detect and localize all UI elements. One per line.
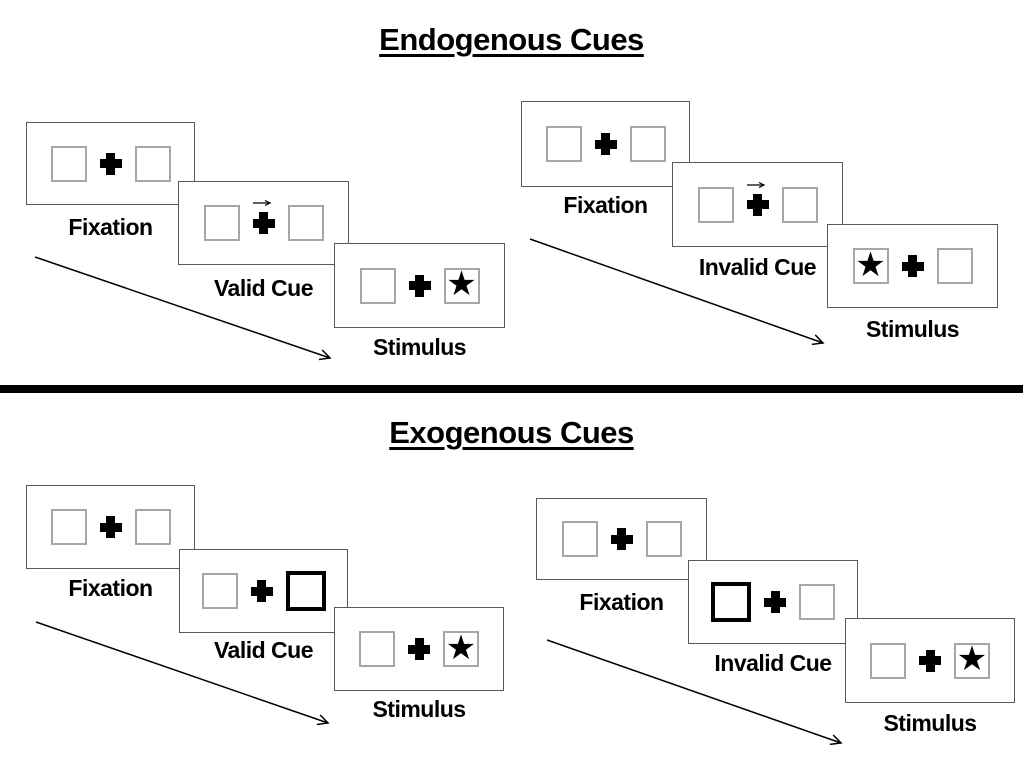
left-placeholder-box [50, 509, 87, 545]
right-target-box: ★ [443, 627, 479, 668]
left-target-box: ★ [852, 244, 889, 285]
left-placeholder-box [697, 186, 734, 223]
fixation-cross-icon [746, 194, 769, 216]
left-placeholder-box [545, 126, 582, 162]
step-label-fixation: Fixation [68, 575, 153, 601]
fixation-cross-icon [594, 133, 617, 155]
left-placeholder-box [870, 642, 906, 679]
right-target-box: ★ [954, 639, 990, 679]
endo-valid-stimulus-panel: ★ [334, 243, 505, 328]
fixation-cross-icon [408, 638, 430, 660]
step-label-fixation: Fixation [68, 214, 153, 240]
step-label-fixation: Fixation [563, 192, 648, 218]
step-label-valid-cue: Valid Cue [213, 637, 314, 663]
right-placeholder-box [781, 186, 818, 223]
left-placeholder-box [561, 521, 598, 557]
star-icon: ★ [446, 264, 477, 304]
exogenous-cues-title: Exogenous Cues [389, 415, 634, 450]
exo-invalid-stimulus-panel: ★ [845, 618, 1015, 703]
step-label-invalid-cue: Invalid Cue [698, 254, 817, 280]
endogenous-cues-title: Endogenous Cues [379, 22, 644, 57]
step-label-stimulus: Stimulus [372, 696, 466, 722]
step-label-stimulus: Stimulus [883, 710, 977, 736]
endo-invalid-stimulus-panel: ★ [827, 224, 998, 308]
step-label-valid-cue: Valid Cue [213, 275, 314, 301]
step-label-stimulus: Stimulus [865, 316, 960, 342]
fixation-cross-icon [408, 274, 431, 297]
right-placeholder-box [799, 584, 835, 620]
fixation-cross-icon [250, 580, 273, 602]
left-placeholder-box [201, 573, 238, 609]
right-placeholder-box [645, 521, 682, 557]
left-placeholder-box [359, 267, 396, 304]
cue-arrow-right-icon [746, 180, 770, 190]
right-highlighted-cue-box [285, 571, 326, 611]
fixation-cross-icon [99, 152, 122, 175]
fixation-cross-icon [610, 528, 633, 550]
step-label-stimulus: Stimulus [372, 334, 467, 360]
sequence-arrow-exo-valid [35, 621, 330, 726]
fixation-cross-icon [764, 591, 786, 613]
step-label-invalid-cue: Invalid Cue [714, 650, 832, 676]
right-placeholder-box [134, 509, 171, 545]
left-highlighted-cue-box [711, 582, 751, 622]
endo-valid-cue-panel [178, 181, 349, 265]
fixation-cross-icon [252, 212, 275, 234]
star-icon: ★ [445, 627, 477, 668]
right-placeholder-box [936, 248, 973, 284]
sequence-arrow-exo-invalid [546, 639, 843, 746]
endo-invalid-fixation-panel [521, 101, 690, 187]
star-icon: ★ [956, 639, 988, 679]
left-placeholder-box [359, 631, 395, 667]
star-icon: ★ [855, 244, 886, 285]
exo-valid-stimulus-panel: ★ [334, 607, 504, 691]
endo-valid-fixation-panel [26, 122, 195, 205]
left-placeholder-box [203, 205, 240, 241]
endo-invalid-cue-panel [672, 162, 843, 247]
sequence-arrow-endo-valid [34, 256, 332, 361]
exo-invalid-fixation-panel [536, 498, 707, 580]
right-placeholder-box [134, 145, 171, 182]
step-label-fixation: Fixation [579, 589, 664, 615]
right-target-box: ★ [443, 264, 480, 304]
fixation-cross-icon [919, 649, 941, 672]
right-placeholder-box [287, 205, 324, 241]
sequence-arrow-endo-invalid [529, 238, 825, 346]
exo-valid-cue-panel [179, 549, 348, 633]
fixation-cross-icon [901, 255, 924, 277]
exo-valid-fixation-panel [26, 485, 195, 569]
section-divider [0, 385, 1023, 393]
cue-arrow-right-icon [252, 198, 276, 208]
left-placeholder-box [50, 145, 87, 182]
right-placeholder-box [629, 126, 666, 162]
exo-invalid-cue-panel [688, 560, 858, 644]
fixation-cross-icon [99, 516, 122, 538]
